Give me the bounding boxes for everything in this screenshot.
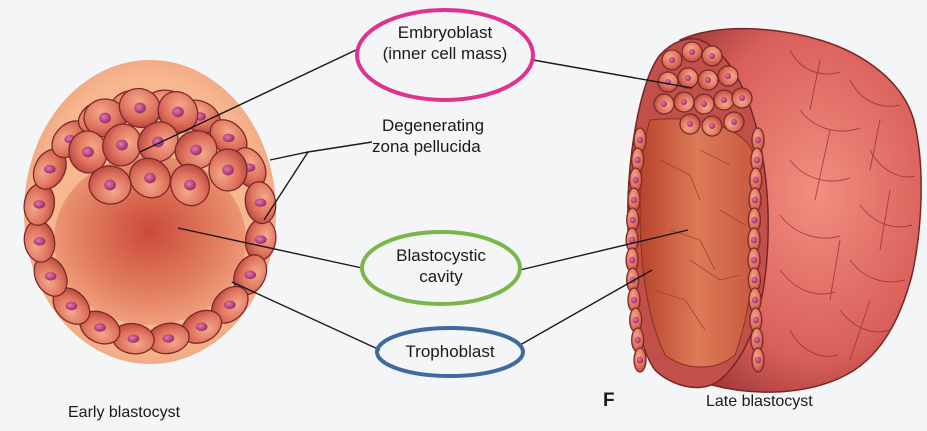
nucleus [223,134,235,142]
nucleus [630,217,636,224]
nucleus [45,272,57,280]
nucleus [681,99,687,105]
panel-letter: F [603,390,615,411]
nucleus [752,297,758,304]
nucleus [709,53,715,59]
nucleus [755,137,761,144]
embryoblast-label: Embryoblast (inner cell mass) [357,22,533,64]
zona-line-2: zona pellucida [372,136,484,157]
late-blastocyst [626,29,921,392]
zona-line-1: Degenerating [372,115,484,136]
nucleus [162,334,174,342]
nucleus [755,357,761,364]
nucleus [631,297,637,304]
nucleus [134,103,146,114]
nucleus [754,157,760,164]
cavity-line-2: cavity [362,266,520,287]
early-blastocyst [21,60,278,364]
nucleus [116,140,128,151]
early-blastocyst-caption: Early blastocyst [68,402,180,423]
late-inner-cell [694,94,714,114]
nucleus [99,113,111,124]
nucleus [752,197,758,204]
nucleus [196,323,208,331]
nucleus [637,357,643,364]
nucleus [751,257,757,264]
nucleus [689,49,695,55]
nucleus [709,123,715,129]
nucleus [685,75,691,81]
nucleus [751,217,757,224]
nucleus [731,119,737,125]
inner-cell [209,149,247,191]
embryoblast-subtitle: (inner cell mass) [357,43,533,64]
nucleus [669,57,675,63]
nucleus [44,165,56,173]
leader-zona [270,142,372,160]
nucleus [754,337,760,344]
nucleus [144,173,156,184]
nucleus [687,121,693,127]
trophoblast-label: Trophoblast [377,341,523,362]
nucleus [705,77,711,83]
late-blastocyst-caption: Late blastocyst [706,391,813,412]
nucleus [224,301,236,309]
nucleus [33,200,45,208]
nucleus [753,177,759,184]
late-rim-cell [752,348,764,372]
late-cavity [640,119,756,367]
nucleus [82,147,94,158]
nucleus [172,107,184,118]
nucleus [94,323,106,331]
leader-trophoblast-left [232,282,380,350]
nucleus [34,237,46,245]
nucleus [66,302,78,310]
nucleus [635,157,641,164]
nucleus [244,271,256,279]
nucleus [190,145,202,156]
nucleus [222,165,234,176]
nucleus [753,317,759,324]
nucleus [739,95,745,101]
nucleus [751,237,757,244]
zona-label: Degenerating zona pellucida [372,115,484,157]
embryoblast-title: Embryoblast [357,22,533,43]
nucleus [721,97,727,103]
late-inner-cell [662,50,682,70]
cavity-line-1: Blastocystic [362,245,520,266]
nucleus [633,317,639,324]
nucleus [184,180,196,191]
nucleus [661,101,667,107]
nucleus [725,73,731,79]
late-rim-cell [634,348,646,372]
nucleus [104,180,116,191]
nucleus [127,335,139,343]
nucleus [633,177,639,184]
nucleus [701,101,707,107]
nucleus [635,337,641,344]
cavity-label: Blastocystic cavity [362,245,520,287]
nucleus [255,199,267,207]
nucleus [255,235,267,243]
nucleus [637,137,643,144]
nucleus [751,277,757,284]
nucleus [629,257,635,264]
nucleus [631,197,637,204]
